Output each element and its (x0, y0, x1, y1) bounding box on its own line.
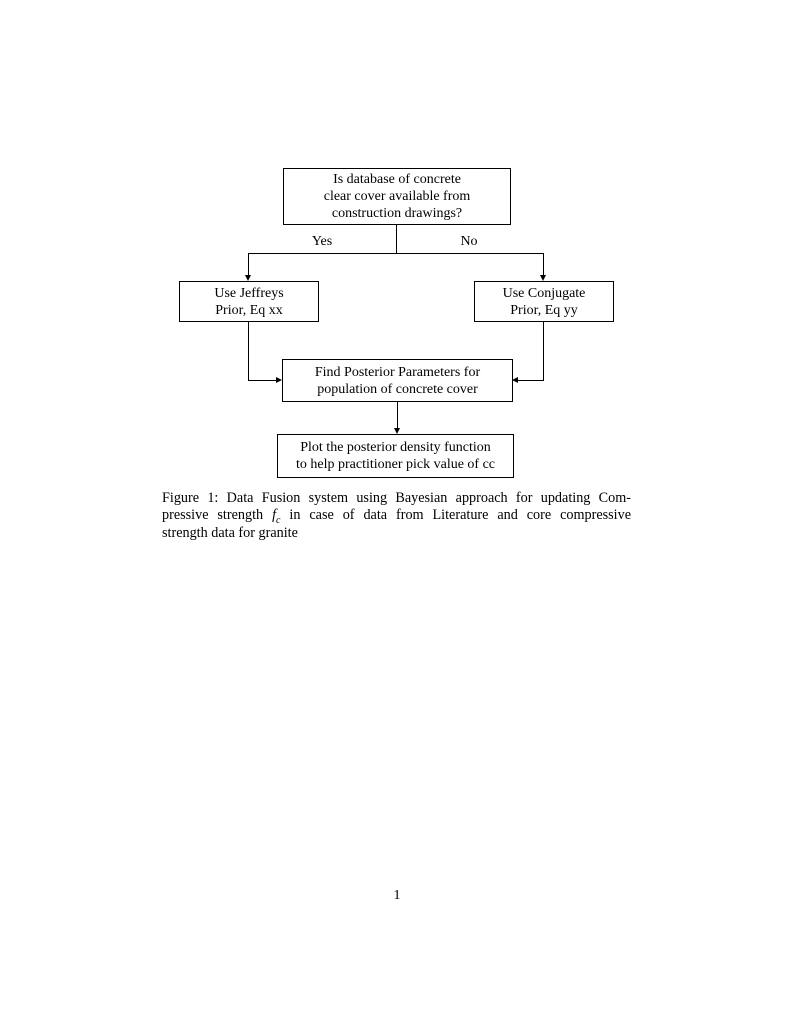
box-text-line: to help practitioner pick value of cc (295, 457, 496, 472)
box-text-line: Prior, Eq xx (215, 302, 283, 318)
connector-branch-horizontal (248, 253, 544, 254)
connector-jeffreys-into-posterior (248, 380, 276, 381)
page-number: 1 (393, 888, 401, 903)
figure-caption: Figure 1: Data Fusion system using Bayes… (162, 490, 631, 542)
caption-line: strength data for granite (162, 525, 631, 542)
connector-conjugate-into-posterior (518, 380, 544, 381)
flowchart-box-posterior-parameters: Find Posterior Parameters for population… (282, 359, 513, 402)
caption-line: pressive strength fc in case of data fro… (162, 507, 632, 527)
arrowhead-down-icon (540, 275, 546, 281)
flowchart-box-decision: Is database of concrete clear cover avai… (283, 168, 511, 225)
box-text-line: Is database of concrete (333, 172, 461, 187)
caption-line: Figure 1: Data Fusion system using Bayes… (162, 490, 631, 507)
box-text-line: Find Posterior Parameters for (314, 364, 481, 380)
connector-yes-drop (248, 253, 249, 275)
flowchart-box-conjugate-prior: Use Conjugate Prior, Eq yy (474, 281, 614, 322)
box-text-line: Use Jeffreys (214, 285, 284, 301)
connector-no-drop (543, 253, 544, 275)
box-text-line: Plot the posterior density function (300, 440, 491, 455)
caption-text: pressive strength (162, 507, 264, 524)
box-text-line: construction drawings? (331, 206, 463, 221)
connector-conjugate-down (543, 322, 544, 381)
arrowhead-down-icon (245, 275, 251, 281)
box-text-line: clear cover available from (323, 189, 471, 204)
arrowhead-right-icon (276, 377, 282, 383)
branch-label-no: No (460, 234, 478, 249)
box-text-line: Prior, Eq yy (510, 302, 578, 318)
flowchart-box-jeffreys-prior: Use Jeffreys Prior, Eq xx (179, 281, 319, 322)
caption-text: Figure 1: Data Fusion system using Bayes… (162, 490, 631, 506)
caption-text: in case of data from Literature and core… (289, 507, 632, 524)
branch-label-yes: Yes (311, 234, 333, 249)
box-text-line: Use Conjugate (502, 285, 586, 301)
caption-text: strength data for granite (162, 524, 298, 541)
flowchart-box-plot-density: Plot the posterior density function to h… (277, 434, 514, 478)
arrowhead-left-icon (512, 377, 518, 383)
box-text-line: population of concrete cover (317, 381, 478, 397)
connector-decision-stub (396, 225, 397, 253)
connector-posterior-down (397, 402, 398, 428)
connector-jeffreys-down (248, 322, 249, 381)
math-fc-symbol: fc (272, 507, 281, 527)
arrowhead-down-icon (394, 428, 400, 434)
